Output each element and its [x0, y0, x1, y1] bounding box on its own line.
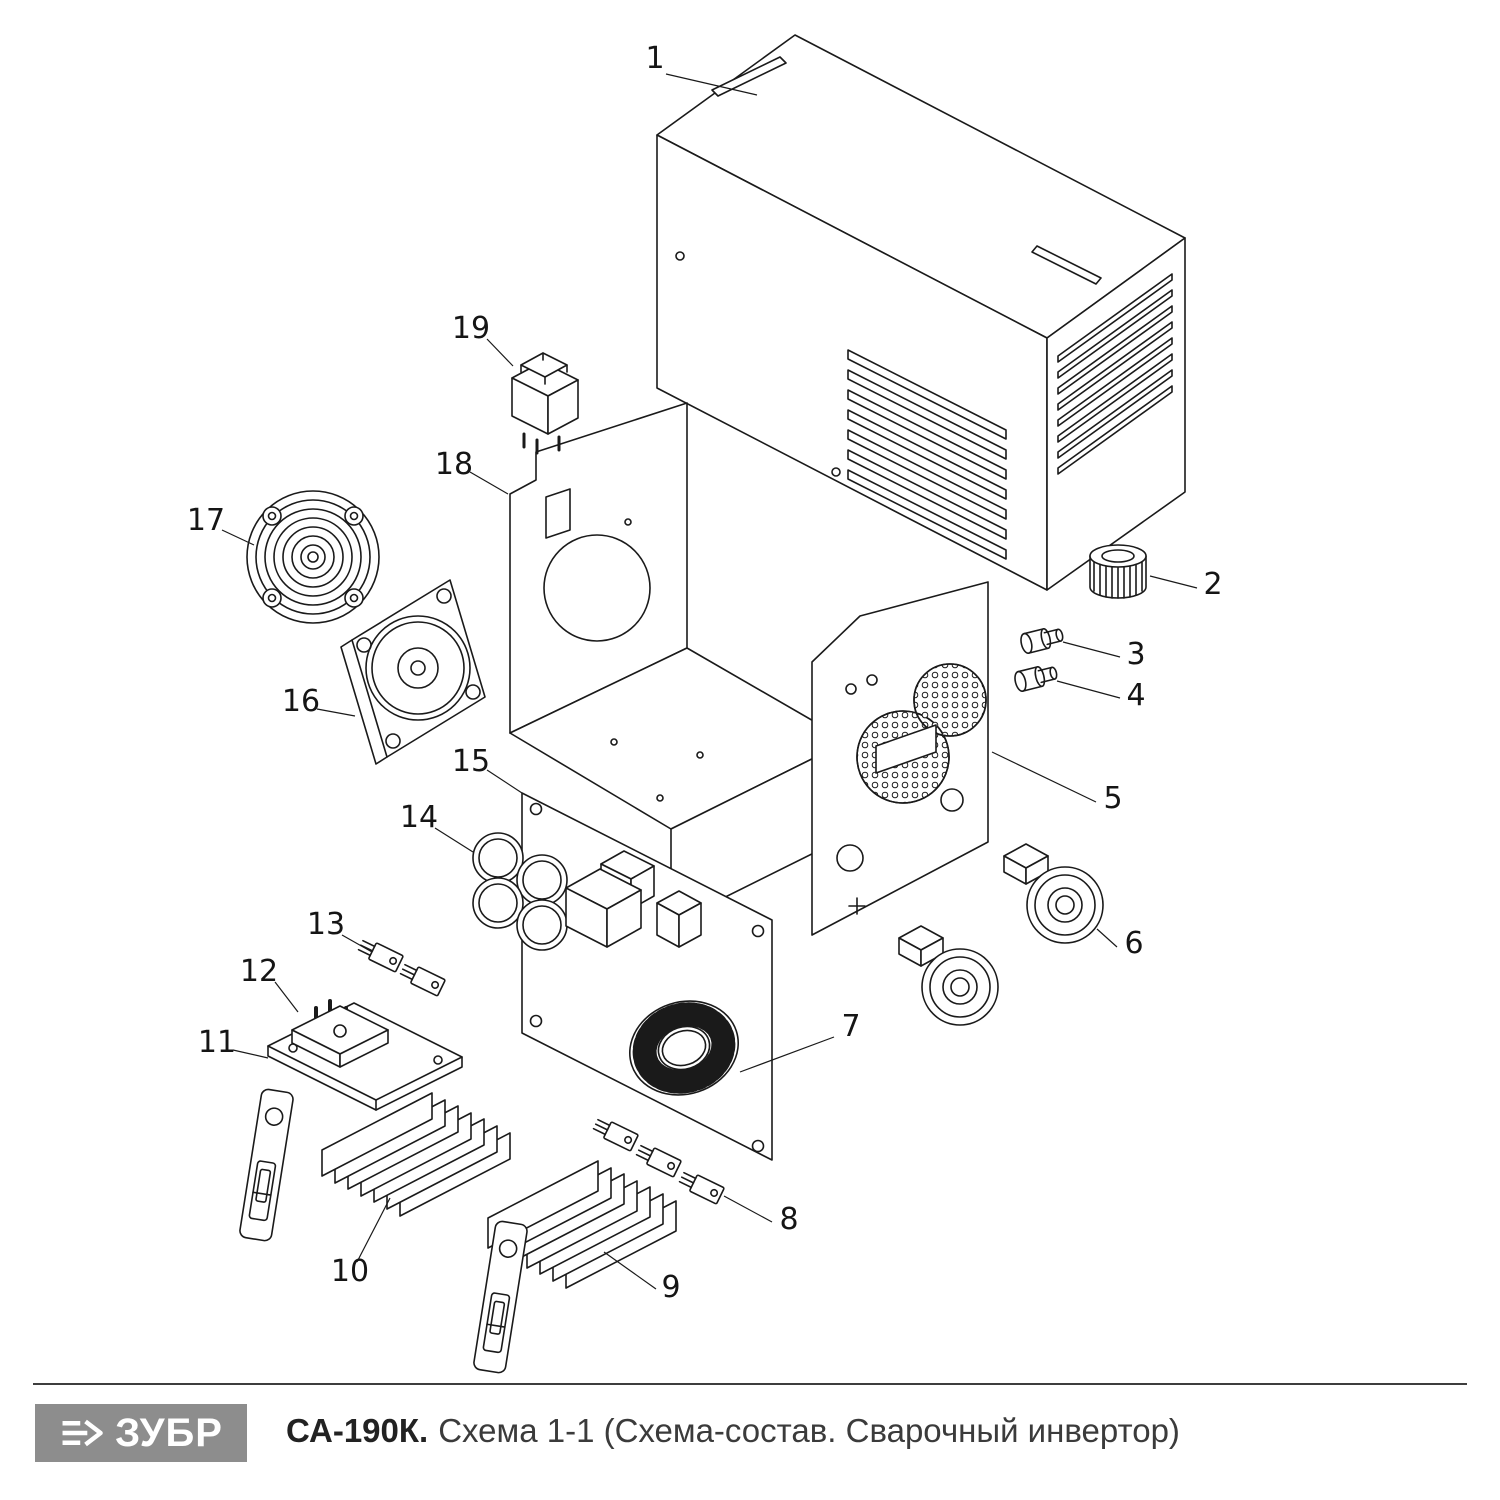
svg-text:15: 15	[452, 744, 490, 779]
bracket-right	[472, 1219, 529, 1375]
part-19-power-switch	[511, 352, 579, 455]
part-18-chassis	[509, 402, 849, 925]
svg-text:10: 10	[331, 1254, 369, 1289]
callout-9: 9	[603, 1251, 681, 1305]
socket-b	[898, 925, 999, 1026]
part-13-transistors	[355, 936, 447, 997]
callout-6: 6	[1096, 926, 1144, 961]
svg-text:2: 2	[1203, 567, 1222, 602]
part-4-connector	[1014, 665, 1058, 692]
callout-8: 8	[723, 1195, 799, 1237]
callout-3: 3	[1062, 637, 1146, 672]
svg-text:3: 3	[1126, 637, 1145, 672]
part-11-bracket-left	[238, 1087, 295, 1243]
callout-18: 18	[435, 447, 509, 495]
svg-text:17: 17	[187, 503, 225, 538]
footer-divider	[33, 1383, 1467, 1385]
part-2-control-knob	[1089, 544, 1147, 599]
callout-12: 12	[240, 954, 299, 1013]
part-17-fan-grille	[246, 490, 380, 624]
callout-15: 15	[452, 744, 523, 794]
svg-text:19: 19	[452, 311, 490, 346]
part-1-top-cover	[656, 34, 1186, 591]
callout-19: 19	[452, 311, 514, 367]
pcb-transformer-blocks	[565, 850, 702, 948]
callout-10: 10	[331, 1197, 391, 1289]
svg-text:13: 13	[307, 907, 345, 942]
footer-caption: СА-190К.Схема 1-1 (Схема-состав. Сварочн…	[286, 1412, 1180, 1450]
svg-text:16: 16	[282, 684, 320, 719]
brand-name: ЗУБР	[115, 1411, 223, 1455]
scheme-title: Схема 1-1 (Схема-состав. Сварочный инвер…	[438, 1412, 1180, 1449]
part-10-heatsink	[321, 1092, 511, 1217]
socket-a	[1003, 843, 1104, 944]
part-14-capacitors	[472, 832, 568, 951]
part-12-bridge-rectifier	[291, 999, 389, 1068]
part-3-connector	[1020, 627, 1064, 654]
callout-7: 7	[739, 1009, 861, 1073]
svg-text:5: 5	[1103, 781, 1122, 816]
part-16-fan	[340, 579, 486, 765]
svg-text:11: 11	[198, 1025, 236, 1060]
svg-text:6: 6	[1124, 926, 1143, 961]
zubr-logo: ЗУБР	[35, 1404, 247, 1462]
svg-text:14: 14	[400, 800, 438, 835]
callout-11: 11	[198, 1025, 269, 1060]
zubr-logo-icon	[62, 1419, 103, 1447]
part-7-toroid-inductor	[628, 1000, 740, 1096]
callout-4: 4	[1056, 678, 1146, 713]
svg-text:9: 9	[661, 1270, 680, 1305]
callout-14: 14	[400, 800, 474, 853]
callout-2: 2	[1149, 567, 1223, 602]
part-6-output-sockets	[898, 843, 1104, 1026]
callout-13: 13	[307, 907, 373, 953]
svg-text:18: 18	[435, 447, 473, 482]
svg-text:12: 12	[240, 954, 278, 989]
svg-text:1: 1	[645, 41, 664, 76]
svg-text:4: 4	[1126, 678, 1145, 713]
callout-17: 17	[187, 503, 255, 546]
callout-1: 1	[645, 41, 758, 96]
callout-5: 5	[991, 751, 1123, 816]
part-5-front-panel	[811, 581, 989, 936]
callout-16: 16	[282, 684, 356, 719]
model-name: СА-190К.	[286, 1412, 429, 1449]
callouts: 1 2 3 4 5 6 7 8 9 10 11 12 13 14 15 16 1…	[187, 41, 1223, 1305]
svg-text:7: 7	[841, 1009, 860, 1044]
svg-text:8: 8	[779, 1202, 798, 1237]
